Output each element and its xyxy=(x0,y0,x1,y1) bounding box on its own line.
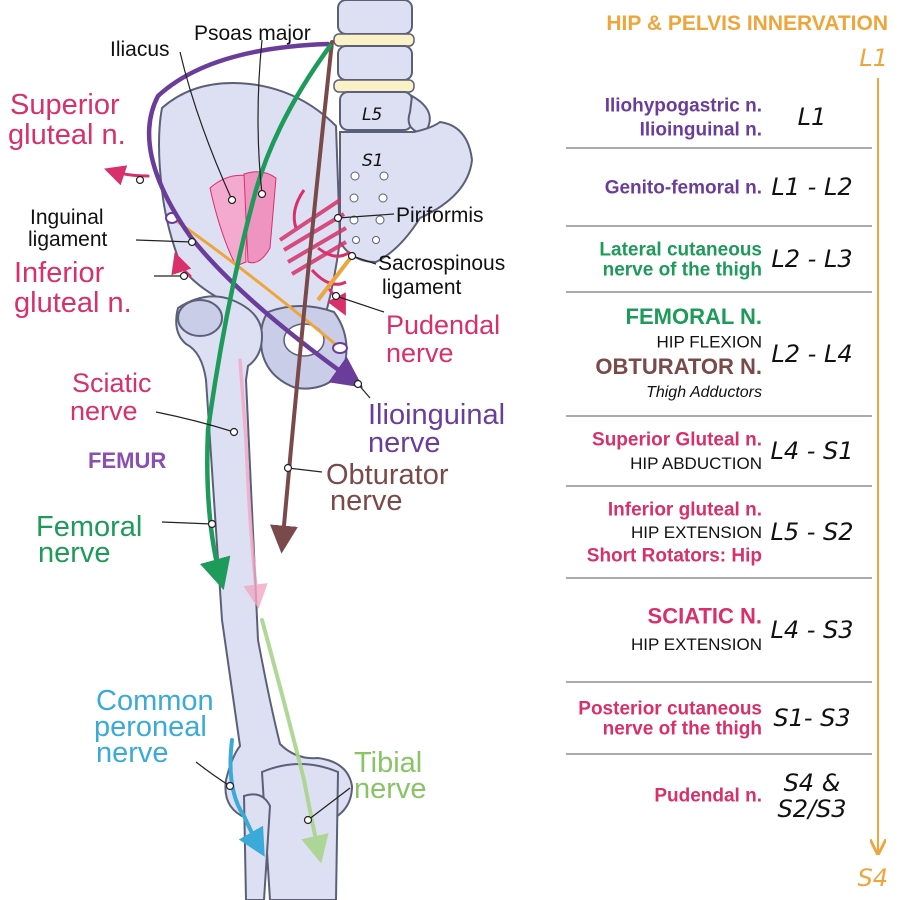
inguinal-ligament xyxy=(171,216,341,350)
row-level-text-continued: S2/S3 xyxy=(777,795,846,823)
sacrospinous-ligament xyxy=(316,254,354,302)
table-row: Genito-femoral n. L1 - L2 xyxy=(566,173,872,227)
spine xyxy=(333,0,474,264)
row-level-text: L4 - S1 xyxy=(770,437,853,465)
label-inguinal-ligament-1: Inguinal xyxy=(30,206,104,229)
row-line-text: Posterior cutaneous xyxy=(578,699,762,720)
row-line-text: HIP FLEXION xyxy=(657,332,763,351)
label-sacrospinous-1: Sacrospinous xyxy=(378,252,505,275)
row-line-text: nerve of the thigh xyxy=(603,260,762,281)
femoral-nerve-path xyxy=(200,43,333,591)
row-line-text: HIP EXTENSION xyxy=(631,523,762,542)
row-line-text: FEMORAL N. xyxy=(626,304,762,329)
row-line-text: Short Rotators: Hip xyxy=(587,546,762,567)
label-s1: S1 xyxy=(362,151,384,171)
label-inferior-gluteal-1: Inferior xyxy=(14,257,105,289)
row-line-text: Ilioinguinal n. xyxy=(640,120,762,141)
common-peroneal-nerve-path xyxy=(228,738,265,857)
label-ilioinguinal-2: nerve xyxy=(368,427,441,459)
label-common-peroneal-1: Common xyxy=(96,685,214,717)
row-line-text: nerve of the thigh xyxy=(603,719,762,740)
row-line-text: HIP EXTENSION xyxy=(631,635,762,654)
label-pudendal-1: Pudendal xyxy=(386,310,500,340)
label-sciatic-2: nerve xyxy=(70,396,138,426)
table-row: Pudendal n. S4 &S2/S3 xyxy=(654,769,846,823)
label-inferior-gluteal-2: gluteal n. xyxy=(14,287,132,319)
femoral-head xyxy=(177,299,223,337)
row-line-text: Lateral cutaneous xyxy=(599,240,762,261)
label-common-peroneal-3: nerve xyxy=(96,737,169,769)
row-level-text: L1 - L2 xyxy=(771,173,852,201)
row-level-text: S4 & xyxy=(784,769,841,797)
table-title: HIP & PELVIS INNERVATION xyxy=(606,12,888,35)
row-level-text: L2 - L3 xyxy=(771,245,852,273)
anatomy-labels: Iliacus Psoas major Superior gluteal n. … xyxy=(8,22,505,805)
piriformis-muscle xyxy=(278,198,348,276)
label-ilioinguinal-1: Ilioinguinal xyxy=(368,399,505,431)
sciatic-nerve-path xyxy=(238,358,268,609)
label-psoas-major: Psoas major xyxy=(194,22,311,45)
label-obturator-2: nerve xyxy=(330,485,403,517)
leader-lines xyxy=(135,39,395,825)
label-tibial-1: Tibial xyxy=(354,747,422,779)
row-line-text: Pudendal n. xyxy=(654,786,762,807)
row-level-text: L2 - L4 xyxy=(771,340,852,368)
row-line-text: Iliohypogastric n. xyxy=(605,96,762,117)
superior-gluteal-arrow xyxy=(104,165,150,186)
label-iliacus: Iliacus xyxy=(110,38,170,61)
row-level-text: L5 - S2 xyxy=(770,518,853,546)
fibula xyxy=(242,793,272,900)
label-common-peroneal-2: peroneal xyxy=(94,711,207,743)
table-row: Superior Gluteal n. HIP ABDUCTION L4 - S1 xyxy=(566,430,872,487)
table-rows: Iliohypogastric n. Ilioinguinal n. L1Genit… xyxy=(566,96,872,823)
table-row: Inferior gluteal n. HIP EXTENSION Short Ro… xyxy=(566,500,872,579)
iliacus-muscle xyxy=(209,171,277,267)
nerves xyxy=(104,40,364,864)
row-line-text: Inferior gluteal n. xyxy=(608,500,762,521)
label-sacrospinous-2: ligament xyxy=(382,276,462,299)
pudendal-arrow xyxy=(327,288,346,316)
label-femoral-2: nerve xyxy=(38,537,111,569)
row-line-text: SCIATIC N. xyxy=(648,604,762,629)
table-row: SCIATIC N. HIP EXTENSION L4 - S3 xyxy=(566,604,872,683)
label-superior-gluteal-2: gluteal n. xyxy=(8,119,126,151)
label-piriformis: Piriformis xyxy=(396,204,484,227)
row-line-text: Genito-femoral n. xyxy=(605,178,762,199)
ilioinguinal-nerve-path xyxy=(146,41,364,388)
label-obturator-1: Obturator xyxy=(326,459,449,491)
axis-top-label: L1 xyxy=(859,44,888,72)
row-level-text: L1 xyxy=(798,103,827,131)
tibia xyxy=(260,763,340,900)
row-level-text: L4 - S3 xyxy=(770,616,853,644)
label-inguinal-ligament-2: ligament xyxy=(28,228,108,251)
label-femur: FEMUR xyxy=(88,448,166,473)
label-pudendal-2: nerve xyxy=(386,338,454,368)
row-line-text: OBTURATOR N. xyxy=(595,354,762,379)
inferior-gluteal-arrow xyxy=(171,252,192,278)
row-line-text: Thigh Adductors xyxy=(646,384,762,401)
label-superior-gluteal-1: Superior xyxy=(10,89,120,121)
label-sciatic-1: Sciatic xyxy=(72,368,152,398)
tibial-nerve-path xyxy=(260,618,329,864)
label-femoral-1: Femoral xyxy=(36,511,142,543)
row-line-text: Superior Gluteal n. xyxy=(592,430,762,451)
innervation-table: HIP & PELVIS INNERVATION L1 S4 Iliohypog… xyxy=(566,12,888,892)
table-row: FEMORAL N. HIP FLEXION OBTURATOR N. Thigh A… xyxy=(566,304,872,417)
row-level-text: S1- S3 xyxy=(773,704,850,732)
label-l5: L5 xyxy=(362,105,382,125)
obturator-nerve-path xyxy=(270,40,334,554)
axis-bottom-label: S4 xyxy=(857,864,888,892)
label-tibial-2: nerve xyxy=(354,773,427,805)
row-line-text: HIP ABDUCTION xyxy=(630,454,762,473)
table-row: Iliohypogastric n. Ilioinguinal n. L1 xyxy=(566,96,872,149)
